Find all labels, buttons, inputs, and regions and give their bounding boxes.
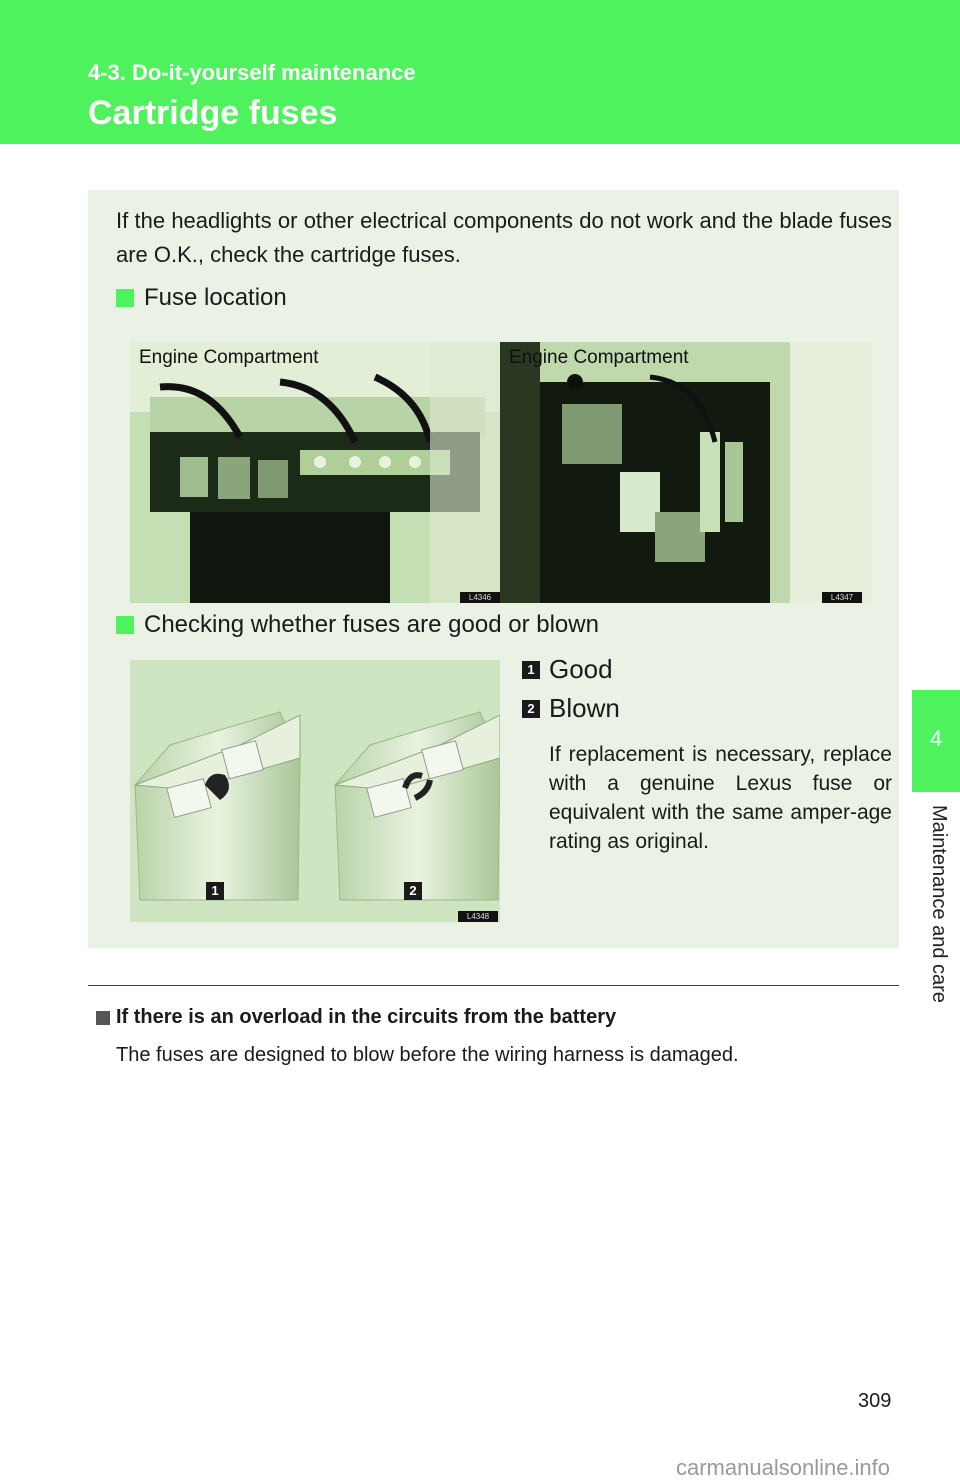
fuse-box-photo-left [130, 342, 500, 603]
illustration-code: L4348 [458, 911, 498, 922]
legend-item-blown: 2 Blown [522, 693, 620, 724]
checking-heading-text: Checking whether fuses are good or blown [144, 611, 599, 638]
square-bullet-icon [116, 289, 134, 307]
chapter-tab[interactable]: 4 [912, 690, 960, 792]
section-label: 4-3. Do-it-yourself maintenance [88, 60, 416, 85]
legend-label-blown: Blown [549, 693, 620, 723]
fuse-location-heading-text: Fuse location [144, 284, 287, 311]
cartridge-fuse-illustration: 1 2 L4348 [130, 660, 500, 922]
legend-item-good: 1 Good [522, 654, 613, 685]
photo-caption-right: Engine Compartment [509, 347, 689, 368]
photo-caption-left: Engine Compartment [139, 347, 319, 368]
watermark-link[interactable]: carmanualsonline.info [676, 1455, 891, 1480]
illustration-marker-2: 2 [404, 882, 422, 900]
number-marker-2: 2 [522, 699, 540, 718]
fuse-box-photo-right [500, 342, 872, 603]
photo-code-right: L4347 [822, 592, 862, 603]
square-bullet-icon [96, 1010, 110, 1025]
replacement-note: If replacement is necessary, replace wit… [549, 743, 892, 853]
engine-compartment-photo-left: Engine Compartment L4346 [130, 342, 500, 603]
fuse-good-drawing [134, 711, 301, 901]
checking-heading: Checking whether fuses are good or blown [116, 611, 599, 639]
overload-note-body: The fuses are designed to blow before th… [116, 1044, 739, 1066]
chapter-tab-label: Maintenance and care [928, 805, 950, 1003]
page-title: Cartridge fuses [88, 94, 338, 132]
header-band [0, 0, 960, 144]
overload-note-heading: If there is an overload in the circuits … [96, 1006, 616, 1029]
chapter-tab-number: 4 [929, 726, 943, 751]
section-divider [88, 985, 899, 986]
number-marker-1: 1 [522, 660, 540, 679]
fuse-illustration-svg [134, 711, 500, 901]
square-bullet-icon [116, 616, 134, 634]
legend-label-good: Good [549, 654, 613, 684]
engine-compartment-photo-right: Engine Compartment L4347 [500, 342, 872, 603]
photo-code-left: L4346 [460, 592, 500, 603]
intro-text: If the headlights or other electrical co… [116, 208, 892, 267]
page-number: 309 [858, 1390, 892, 1412]
fuse-location-heading: Fuse location [116, 284, 287, 312]
fuse-blown-drawing [334, 711, 500, 901]
illustration-marker-1: 1 [206, 882, 224, 900]
overload-note-heading-text: If there is an overload in the circuits … [116, 1006, 617, 1028]
